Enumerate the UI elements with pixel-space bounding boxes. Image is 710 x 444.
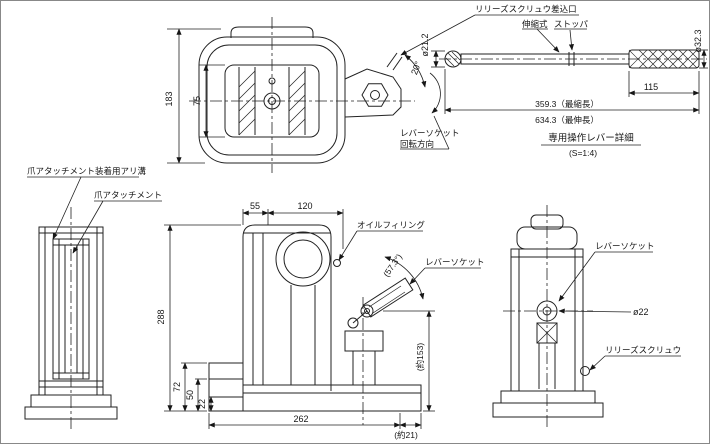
- right-view: [493, 205, 603, 429]
- lever-dim-115: 115: [628, 71, 700, 114]
- grip-hatch: [629, 50, 699, 68]
- right-lever-socket-annotation: レバーソケット: [558, 241, 655, 302]
- cylinder-cap: [276, 232, 330, 286]
- head-hatch: [239, 71, 305, 135]
- lever-dim-retracted: 359.3（最縮長） 634.3（最伸長）: [444, 69, 700, 125]
- top-knob: [531, 215, 563, 229]
- lever-detail-view: [439, 50, 707, 68]
- dia-32-3-text: ø32.3: [693, 29, 703, 52]
- lever-dia-left: ø21.2: [420, 33, 445, 68]
- lever-grip: [629, 50, 699, 68]
- socket-hexagon: [362, 84, 388, 107]
- head-dim-183: 183: [164, 28, 221, 164]
- oil-filling-annotation: オイルフィリング: [339, 220, 425, 261]
- telescopic-annotation: 伸縮式: [522, 19, 560, 53]
- release-screw: [581, 367, 590, 376]
- dim-22-text: 22: [197, 399, 207, 409]
- side-body-outline: [243, 225, 331, 391]
- stopper-annotation: ストッパ: [554, 19, 589, 51]
- head-side-view: [189, 17, 415, 173]
- rotation-label-2: 回転方向: [400, 139, 434, 149]
- claw-annotation: 爪アタッチメント: [73, 190, 162, 254]
- lever-dia-right: ø32.3: [693, 29, 708, 69]
- dim-50-text: 50: [185, 390, 195, 400]
- dovetail-annotation: 爪アタッチメント装着用アリ溝: [27, 166, 147, 240]
- head-angle-20: 20°: [404, 54, 427, 88]
- side-dim-55-120: 55 120: [242, 201, 344, 249]
- lever-socket-boss: [345, 69, 401, 117]
- side-lever-socket-label: レバーソケット: [425, 257, 485, 267]
- side-dim-288: 288: [156, 224, 241, 412]
- side-dim-22: 22: [197, 396, 214, 412]
- dovetail-channel: [53, 239, 89, 379]
- lever-detail-title: 専用操作レバー詳細 (S=1:4): [541, 132, 641, 158]
- right-dia-22-annotation: ø22: [558, 307, 649, 317]
- dim-75-text: 75: [192, 96, 202, 106]
- dia-21-2-text: ø21.2: [420, 33, 430, 56]
- lever-scale-text: (S=1:4): [569, 148, 597, 158]
- lever-socket-hole: [537, 301, 557, 321]
- release-port-label: リリーズスクリュウ差込口: [475, 4, 577, 14]
- release-port-annotation: リリーズスクリュウ差込口: [400, 4, 579, 55]
- release-screw-annotation: リリーズスクリュウ: [589, 345, 681, 371]
- right-lever-socket-label: レバーソケット: [595, 241, 655, 251]
- telescopic-label: 伸縮式: [522, 19, 548, 29]
- dim-288-text: 288: [156, 309, 166, 324]
- side-dim-72: 72: [172, 362, 207, 412]
- dim-120-text: 120: [297, 201, 312, 211]
- side-dim-262: 262 (約21): [208, 413, 422, 440]
- stopper-label: ストッパ: [554, 19, 589, 29]
- dim-183-text: 183: [164, 91, 174, 106]
- front-view: [25, 207, 117, 431]
- pump-block: [345, 331, 383, 351]
- oil-plug: [334, 260, 341, 267]
- rotation-label-1: レバーソケット: [400, 128, 460, 138]
- dim-approx-153-text: (約153): [415, 343, 425, 372]
- socket-rotation-annotation: レバーソケット 回転方向: [400, 73, 460, 149]
- claw-label: 爪アタッチメント: [94, 190, 162, 200]
- dim-approx-21-text: (約21): [394, 430, 418, 440]
- side-lever-socket-annotation: レバーソケット: [409, 257, 485, 285]
- side-dim-50: 50: [185, 378, 207, 412]
- base-plate: [243, 385, 421, 411]
- side-swing-angle: (57.3°): [381, 252, 425, 300]
- angle-20-text: 20°: [409, 59, 423, 76]
- socket-pivot: [361, 305, 373, 317]
- dovetail-label: 爪アタッチメント装着用アリ溝: [27, 166, 147, 176]
- side-view: [209, 225, 421, 425]
- release-screw-label: リリーズスクリュウ: [605, 345, 681, 355]
- rotation-arrow: [430, 73, 440, 114]
- dia-22-text: ø22: [633, 307, 649, 317]
- dim-55-text: 55: [250, 201, 260, 211]
- toe-claw: [209, 363, 243, 411]
- lever-title-text: 専用操作レバー詳細: [548, 132, 634, 144]
- dim-262-text: 262: [293, 414, 308, 424]
- head-dim-75: 75: [192, 64, 225, 138]
- oil-filling-label: オイルフィリング: [357, 220, 425, 230]
- dim-extended-text: 634.3（最伸長）: [535, 115, 599, 125]
- dim-retracted-text: 359.3（最縮長）: [535, 99, 599, 109]
- dim-72-text: 72: [172, 382, 182, 392]
- dim-115-text: 115: [644, 82, 658, 92]
- side-dim-153: (約153): [383, 310, 435, 412]
